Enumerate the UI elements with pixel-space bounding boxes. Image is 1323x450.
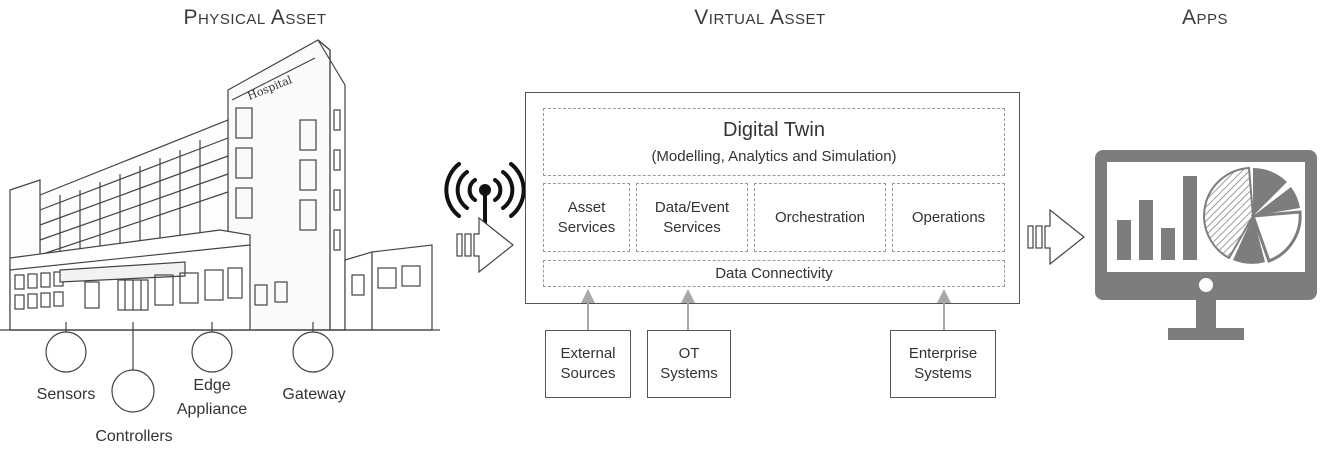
ot-systems-line2: Systems <box>660 365 718 382</box>
external-sources-line1: External <box>560 345 616 362</box>
ot-systems-line1: OT <box>678 345 700 362</box>
monitor-icon <box>1095 150 1317 340</box>
asset-services-box: Asset Services <box>543 183 630 252</box>
data-event-services-box: Data/Event Services <box>636 183 748 252</box>
external-sources-box: External Sources <box>545 330 631 398</box>
operations-label: Operations <box>911 208 986 226</box>
data-event-services-line2: Services <box>663 218 721 236</box>
antenna-signal-icon <box>444 162 526 230</box>
device-markers <box>45 322 334 413</box>
forward-arrow-icon-2 <box>1027 208 1085 266</box>
asset-services-line1: Asset <box>567 198 606 216</box>
digital-twin-box: Digital Twin (Modelling, Analytics and S… <box>543 108 1005 176</box>
ot-systems-box: OT Systems <box>647 330 731 398</box>
apps-title: Apps <box>1181 6 1229 29</box>
enterprise-systems-box: Enterprise Systems <box>890 330 996 398</box>
enterprise-systems-line1: Enterprise <box>908 345 978 362</box>
virtual-asset-container <box>525 92 1020 304</box>
controllers-label: Controllers <box>95 428 173 445</box>
data-connectivity-bar: Data Connectivity <box>543 260 1005 287</box>
bar-chart-icon <box>1117 176 1197 260</box>
sensors-label: Sensors <box>36 386 96 403</box>
building-illustration: Hospital <box>0 39 440 331</box>
gateway-node <box>292 331 334 373</box>
operations-box: Operations <box>892 183 1005 252</box>
edge-appliance-node <box>191 331 233 373</box>
digital-twin-subtitle: (Modelling, Analytics and Simulation) <box>651 148 897 165</box>
data-connectivity-label: Data Connectivity <box>715 264 833 282</box>
orchestration-label: Orchestration <box>774 208 866 226</box>
pie-chart-icon <box>1203 166 1302 264</box>
physical-asset-title: Physical Asset <box>183 6 327 29</box>
gateway-label: Gateway <box>282 386 346 403</box>
sensors-node <box>45 331 87 373</box>
controllers-node <box>111 369 155 413</box>
virtual-asset-title: Virtual Asset <box>694 6 826 29</box>
enterprise-systems-line2: Systems <box>914 365 972 382</box>
source-arrows <box>581 289 951 330</box>
data-event-services-line1: Data/Event <box>654 198 730 216</box>
edge-appliance-label-line1: Edge <box>193 377 231 394</box>
digital-twin-title: Digital Twin <box>723 119 825 141</box>
forward-arrow-icon <box>456 216 514 274</box>
orchestration-box: Orchestration <box>754 183 886 252</box>
asset-services-line2: Services <box>557 218 616 236</box>
external-sources-line2: Sources <box>560 365 616 382</box>
edge-appliance-label-line2: Appliance <box>176 401 248 418</box>
